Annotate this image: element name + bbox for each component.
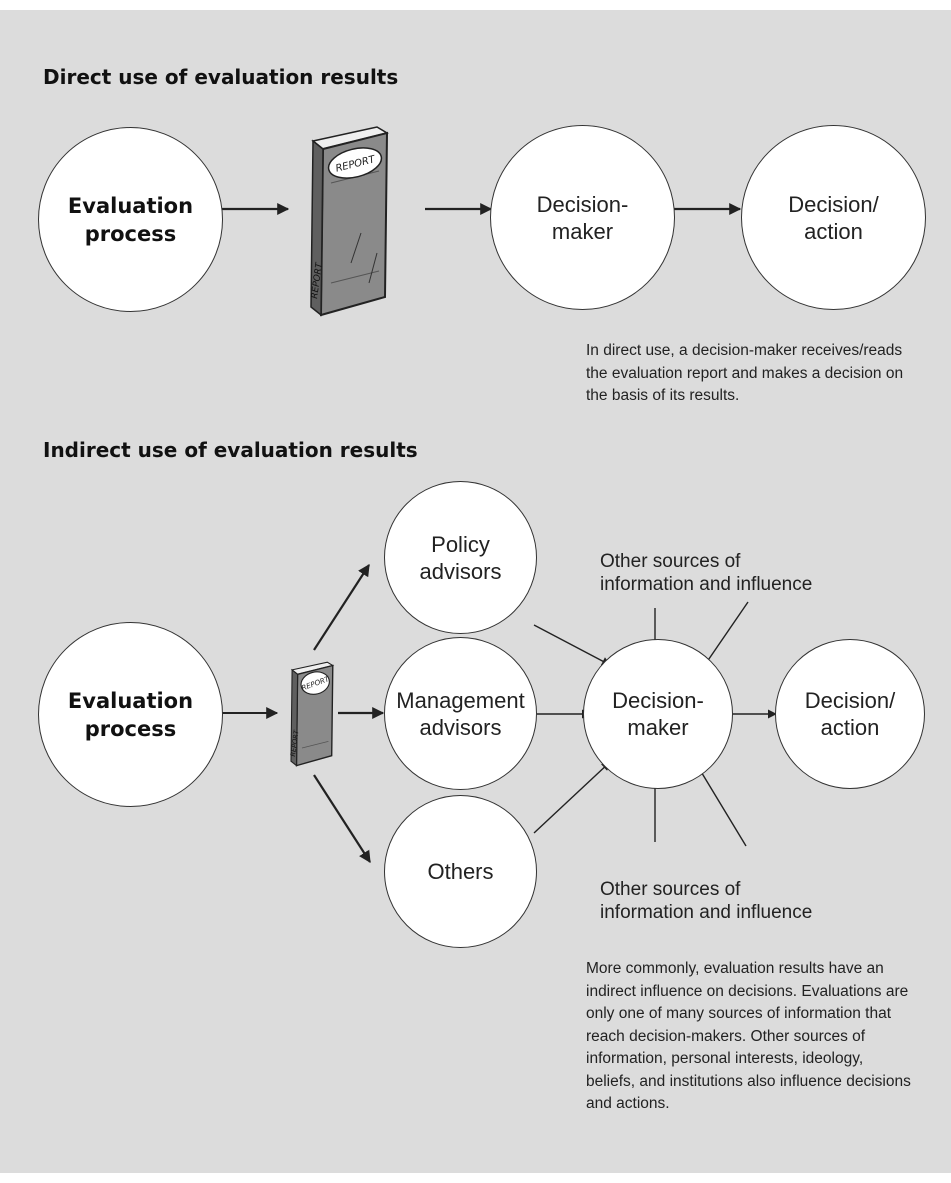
indirect-report-book-icon: REPORT REPORT xyxy=(289,661,335,767)
direct-decision-action-label: Decision/ action xyxy=(788,191,879,244)
management-advisors-node: Management advisors xyxy=(384,637,537,790)
indirect-decision-action-label: Decision/ action xyxy=(804,688,896,740)
indirect-decision-maker-label: Decision- maker xyxy=(612,688,704,740)
arrow-bottom-sources-diagonal xyxy=(696,764,747,847)
arrow-others-to-decision-maker xyxy=(533,761,611,834)
arrow-policy-to-decision-maker xyxy=(533,624,611,666)
direct-evaluation-process-label: Evaluation process xyxy=(67,193,194,246)
indirect-evaluation-process-label: Evaluation process xyxy=(67,688,194,741)
indirect-caption: More commonly, evaluation results have a… xyxy=(586,960,911,1112)
arrow-report-to-others xyxy=(313,774,371,864)
direct-decision-action-node: Decision/ action xyxy=(741,125,926,310)
direct-report-book-icon: REPORT REPORT xyxy=(310,126,389,317)
direct-decision-maker-label: Decision- maker xyxy=(536,191,629,244)
direct-section-title: Direct use of evaluation results xyxy=(43,65,399,89)
indirect-report-spine-text: REPORT xyxy=(289,729,301,757)
other-sources-top-label: Other sources of information and influen… xyxy=(600,551,813,595)
others-label: Others xyxy=(427,859,494,884)
arrow-report-to-policy xyxy=(313,563,370,651)
others-node: Others xyxy=(384,795,537,948)
indirect-section-title: Indirect use of evaluation results xyxy=(43,438,418,462)
direct-decision-maker-node: Decision- maker xyxy=(490,125,675,310)
policy-advisors-label: Policy advisors xyxy=(419,531,502,584)
direct-evaluation-process-node: Evaluation process xyxy=(38,127,223,312)
indirect-decision-action-node: Decision/ action xyxy=(775,639,925,789)
policy-advisors-node: Policy advisors xyxy=(384,481,537,634)
direct-caption: In direct use, a decision-maker receives… xyxy=(586,342,904,404)
indirect-evaluation-process-node: Evaluation process xyxy=(38,622,223,807)
other-sources-bottom-label: Other sources of information and influen… xyxy=(600,879,813,923)
indirect-decision-maker-node: Decision- maker xyxy=(583,639,733,789)
management-advisors-label: Management advisors xyxy=(396,687,525,740)
